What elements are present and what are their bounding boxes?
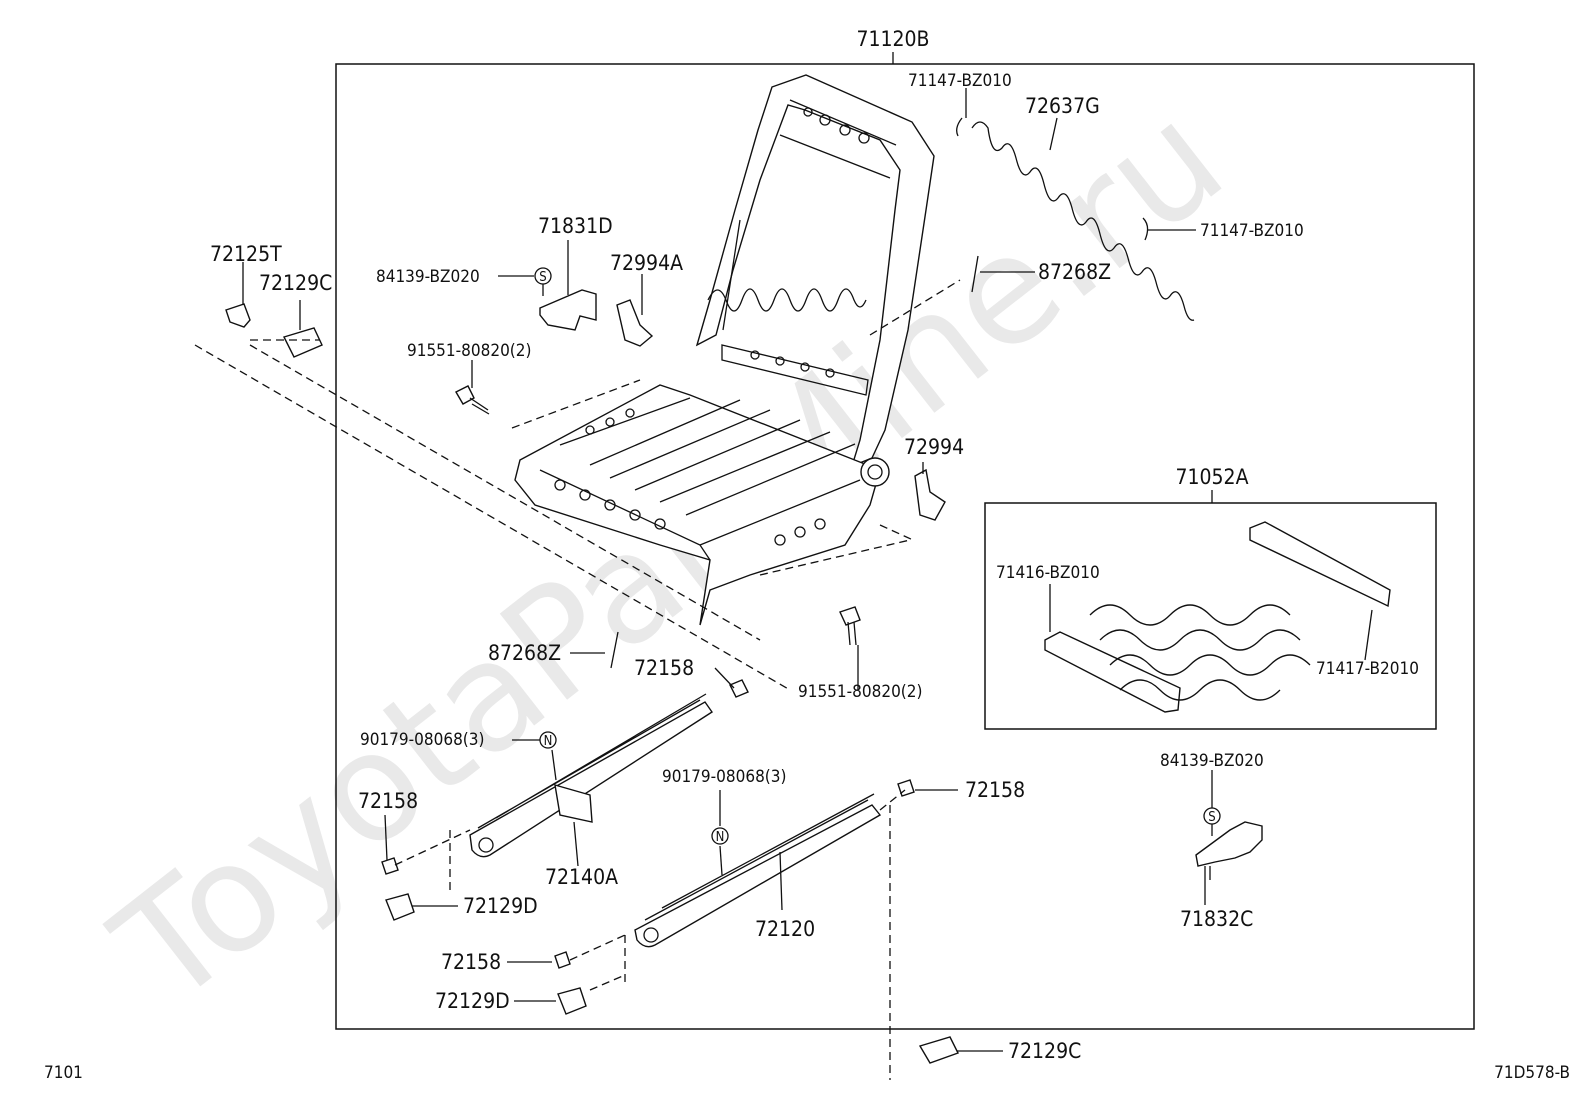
label-71147-bz010-top: 71147-BZ010 [908, 71, 1012, 91]
back-spring-drawing [971, 121, 1195, 321]
label-72994a: 72994A [610, 251, 683, 275]
s-marker-2-text: S [1208, 810, 1215, 825]
label-72129c-bottom: 72129C [1008, 1039, 1081, 1063]
label-71417-b2010: 71417-B2010 [1316, 659, 1419, 679]
cap-72129c-bottom-drawing [918, 1036, 959, 1064]
cap-72129c-top-drawing [283, 327, 323, 358]
label-87268z-lower: 87268Z [488, 641, 561, 665]
dashed-guides [194, 279, 961, 1080]
subassembly-frame [984, 502, 1437, 730]
label-90179-left: 90179-08068(3) [360, 730, 484, 750]
label-72129d-b: 72129D [435, 989, 510, 1013]
s-marker-2: S [1203, 807, 1221, 825]
cover-72994a-drawing [616, 299, 654, 347]
bolt-lower-drawing [839, 606, 861, 646]
label-72129c-top: 72129C [259, 271, 332, 295]
rail-72140a-drawing [469, 693, 713, 858]
label-72994: 72994 [904, 435, 964, 459]
n-marker-1-text: N [544, 734, 553, 749]
label-72637g: 72637G [1025, 94, 1100, 118]
n-marker-1: N [539, 731, 557, 749]
seat-frame-drawing [514, 74, 935, 626]
s-marker-1-text: S [539, 270, 546, 285]
label-72158-c: 72158 [965, 778, 1025, 802]
label-72129d-a: 72129D [463, 894, 538, 918]
label-72125t: 72125T [210, 242, 282, 266]
label-71147-bz010-right: 71147-BZ010 [1200, 221, 1304, 241]
label-90179-right: 90179-08068(3) [662, 767, 786, 787]
label-72158-b: 72158 [358, 789, 418, 813]
label-84139-bz020-b: 84139-BZ020 [1160, 751, 1264, 771]
label-71052a: 71052A [1175, 465, 1248, 489]
label-71831d: 71831D [538, 214, 613, 238]
assembly-frame [335, 63, 1475, 1030]
label-72158-d: 72158 [441, 950, 501, 974]
cap-72129d-b-drawing [557, 987, 587, 1015]
part-72125t-drawing [225, 303, 251, 328]
label-84139-bz020-a: 84139-BZ020 [376, 267, 480, 287]
label-72120: 72120 [755, 917, 815, 941]
label-91551-lower: 91551-80820(2) [798, 682, 922, 702]
n-marker-2-text: N [716, 830, 725, 845]
cover-72994-drawing [914, 468, 946, 521]
label-71832c: 71832C [1180, 907, 1253, 931]
cap-72129d-a-drawing [385, 893, 415, 921]
subassembly-71052a-drawing [1044, 521, 1391, 713]
footer-code-left: 7101 [44, 1063, 83, 1083]
n-marker-2: N [711, 827, 729, 845]
rail-72120-drawing [634, 793, 882, 948]
s-marker-1: S [534, 267, 552, 285]
label-71416-bz010: 71416-BZ010 [996, 563, 1100, 583]
footer-code-right: 71D578-B [1494, 1063, 1570, 1083]
bolt-upper-drawing [455, 385, 490, 415]
label-72158-a: 72158 [634, 656, 694, 680]
watermark: ToyotaPartMine.ru [84, 71, 1254, 1039]
label-91551-upper: 91551-80820(2) [407, 341, 531, 361]
clip-72158-d-drawing [554, 951, 571, 969]
label-71120b: 71120B [856, 27, 929, 51]
clip-72158-b-drawing [381, 857, 399, 875]
label-87268z-right: 87268Z [1038, 260, 1111, 284]
bracket-71832c-drawing [1195, 821, 1263, 867]
leader-lines [242, 88, 1373, 1052]
clip-72158-a-drawing [729, 679, 749, 698]
bracket-71831d-drawing [539, 289, 597, 331]
label-72140a: 72140A [545, 865, 618, 889]
